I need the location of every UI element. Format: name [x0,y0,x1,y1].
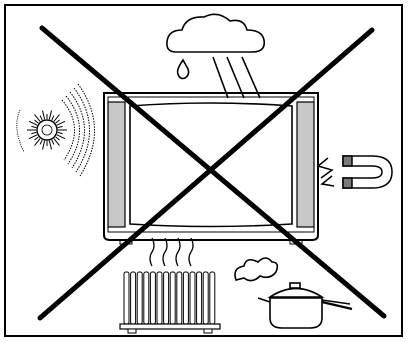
radiator-fin [131,272,136,324]
radiator-fin [190,272,195,324]
radiator-fin [210,272,215,324]
radiator-fin [137,272,142,324]
radiator-fin [203,272,208,324]
radiator-fin [197,272,202,324]
radiator-fin [157,272,162,324]
radiator-fin [164,272,169,324]
radiator-fin [177,272,182,324]
radiator-fin [170,272,175,324]
radiator-fin [183,272,188,324]
radiator-fin [124,272,129,324]
radiator-fin [150,272,155,324]
radiator-fin [144,272,149,324]
